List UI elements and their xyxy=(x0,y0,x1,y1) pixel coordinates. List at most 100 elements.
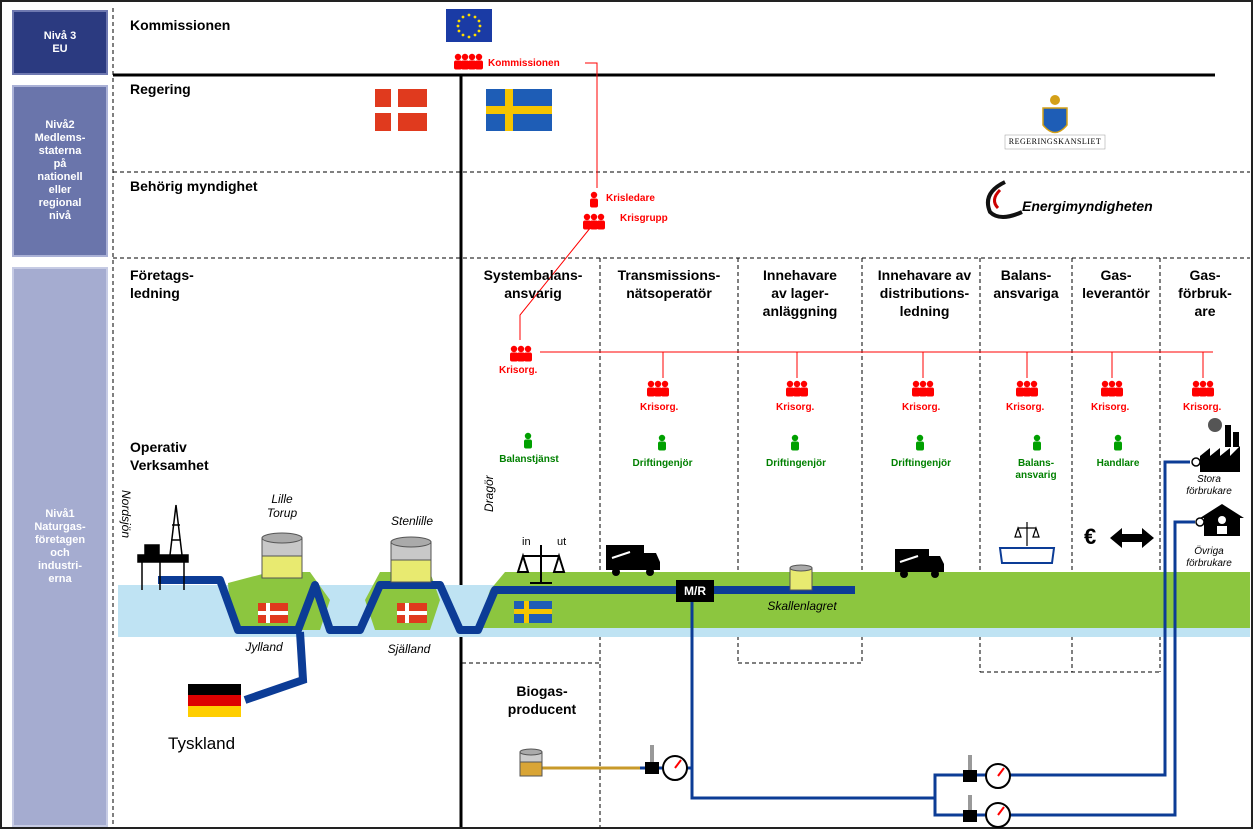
oil-platform-icon xyxy=(137,504,189,590)
balance-scale-icon xyxy=(516,545,566,584)
germany-pipeline xyxy=(243,631,308,704)
role-balance-responsible: Balans- ansvarig xyxy=(1015,458,1057,481)
level-1-label: Nivå1 Naturgas- företagen och industri- … xyxy=(12,267,108,827)
role-trader: Handlare xyxy=(1096,458,1140,469)
crisis-commission-label: Kommissionen xyxy=(488,58,560,69)
metering-station-icon xyxy=(676,580,714,602)
column-header: Innehavare av distributions- ledning xyxy=(877,267,972,319)
role-operations-engineer: Driftingenjör xyxy=(632,458,693,469)
germany-label: Tyskland xyxy=(168,734,236,753)
crisis-group-label: Krisgrupp xyxy=(620,213,668,224)
biogas-tank-icon xyxy=(519,748,543,777)
crisis-leader-label: Krisledare xyxy=(606,193,655,204)
denmark-flag-icon xyxy=(375,89,427,131)
double-arrow-icon xyxy=(1110,528,1154,548)
crisis-org-label: Krisorg. xyxy=(776,402,815,413)
skallen-storage-icon xyxy=(789,564,813,591)
column-header: Transmissions- nätsoperatör xyxy=(617,267,721,301)
gas-meter-icon xyxy=(963,755,1011,789)
crisis-org-label: Krisorg. xyxy=(1183,402,1222,413)
person-icon xyxy=(1114,434,1122,451)
lille-torup-storage-icon xyxy=(261,532,303,579)
crisis-org-icon xyxy=(786,381,808,397)
factory-icon xyxy=(1200,418,1240,472)
person-icon xyxy=(791,434,799,451)
distribution-pipeline xyxy=(690,460,1190,800)
germany-flag-icon xyxy=(188,684,241,717)
energy-agency-logo-icon xyxy=(985,180,1023,219)
crisis-org-icon xyxy=(1192,381,1214,397)
column-header: Gas- leverantör xyxy=(1082,267,1150,301)
government-office-logo: REGERINGSKANSLIET xyxy=(1008,137,1102,146)
crisis-org-icon xyxy=(647,381,669,397)
crisis-org-label: Krisorg. xyxy=(902,402,941,413)
column-header: Systembalans- ansvarig xyxy=(483,267,583,301)
service-truck-icon xyxy=(606,545,660,576)
crisis-org-label: Krisorg. xyxy=(640,402,679,413)
crisis-org-label: Krisorg. xyxy=(1091,402,1130,413)
crisis-lines xyxy=(519,62,1213,378)
row-management: Företags- ledning xyxy=(130,267,194,301)
meter-regulator-label: M/R xyxy=(684,584,706,598)
lille-torup-label: Lille Torup xyxy=(266,492,298,520)
gas-meter-icon xyxy=(963,795,1011,828)
other-consumers-label: Övriga förbrukare xyxy=(1186,546,1232,569)
row-commission: Kommissionen xyxy=(130,17,231,33)
large-consumers-label: Stora förbrukare xyxy=(1186,474,1232,497)
crisis-org-label: Krisorg. xyxy=(499,365,538,376)
crisis-leader-icon xyxy=(590,191,598,208)
crisis-org-label: Krisorg. xyxy=(1006,402,1045,413)
person-icon xyxy=(524,432,532,449)
drago-label: Dragör xyxy=(482,475,496,512)
commission-group-icon xyxy=(454,53,483,70)
house-icon xyxy=(1200,504,1244,536)
consumer-valve-icon xyxy=(1191,457,1205,527)
person-icon xyxy=(1033,434,1041,451)
column-header: Gas- förbruk- are xyxy=(1178,267,1232,319)
row-authority: Behörig myndighet xyxy=(130,178,258,194)
stenlille-storage-icon xyxy=(390,536,432,583)
role-operations-engineer: Driftingenjör xyxy=(891,458,951,469)
row-government: Regering xyxy=(130,81,191,97)
main-pipeline xyxy=(158,576,855,634)
sweden-flag-small-icon xyxy=(514,601,552,623)
role-people xyxy=(524,432,1122,451)
skallen-label: Skallenlagret xyxy=(767,599,837,613)
column-header: Innehavare av lager- anläggning xyxy=(762,267,838,319)
jutland-label: Jylland xyxy=(245,640,283,654)
denmark-flag-small-icon xyxy=(258,603,288,623)
eu-flag-icon xyxy=(446,9,492,42)
crisis-group-icon xyxy=(583,214,605,230)
crisis-org-icon xyxy=(1016,381,1038,397)
outflow-label: ut xyxy=(557,536,567,548)
person-icon xyxy=(916,434,924,451)
crisis-org-icon xyxy=(1101,381,1123,397)
role-balance-service: Balanstjänst xyxy=(499,454,559,465)
inflow-label: in xyxy=(522,536,531,548)
service-truck-icon xyxy=(895,549,944,578)
sweden-land xyxy=(478,572,1250,628)
north-sea-label: Nordsjön xyxy=(119,490,133,539)
crisis-people xyxy=(454,53,1214,397)
balance-responsible-scale-icon xyxy=(998,522,1056,564)
euro-symbol: € xyxy=(1084,524,1097,549)
energy-agency-logo: Energimyndigheten xyxy=(1022,198,1153,214)
sweden-flag-icon xyxy=(486,89,552,131)
crisis-org-icon xyxy=(510,346,532,362)
column-header: Balans- ansvariga xyxy=(993,267,1059,301)
role-operations-engineer: Driftingenjör xyxy=(766,458,826,469)
biogas-producer-label: Biogas- producent xyxy=(507,683,577,717)
level-2-label: Nivå2 Medlems- staterna på nationell ell… xyxy=(12,85,108,257)
row-operations: Operativ Verksamhet xyxy=(130,439,209,473)
gas-meter-icon xyxy=(645,745,688,781)
level-3-label: Nivå 3 EU xyxy=(12,10,108,75)
person-icon xyxy=(658,434,666,451)
denmark-flag-small-icon xyxy=(397,603,427,623)
distribution-pipeline-2 xyxy=(933,520,1195,817)
zealand-label: Själland xyxy=(387,642,431,656)
crisis-org-icon xyxy=(912,381,934,397)
stenlille-label: Stenlille xyxy=(390,514,434,528)
